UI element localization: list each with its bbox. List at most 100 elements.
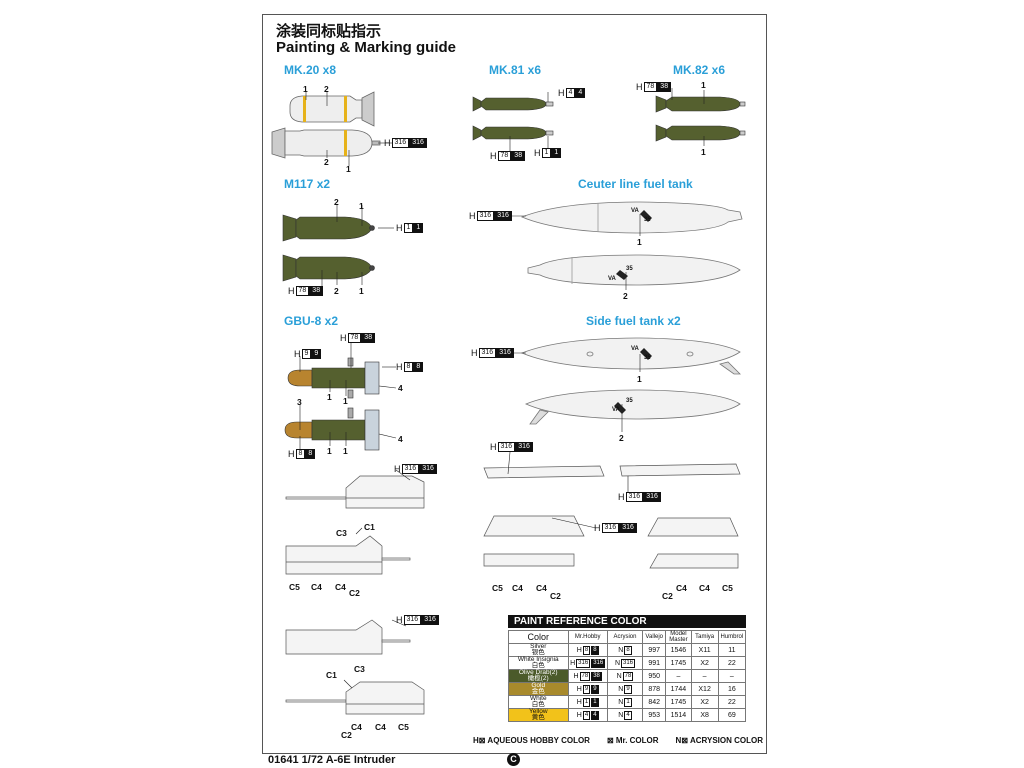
label-c4: C4 bbox=[375, 722, 386, 732]
color-legend: H⊠ AQUEOUS HOBBY COLOR ⊠ Mr. COLOR N⊠ AC… bbox=[473, 736, 763, 745]
label-c2: C2 bbox=[550, 591, 561, 601]
tamiya-code: – bbox=[690, 669, 719, 683]
marking-va: VA bbox=[631, 346, 639, 352]
marking-35: 35 bbox=[644, 217, 651, 223]
label-1: 1 bbox=[343, 396, 348, 406]
center-tank-top bbox=[520, 201, 743, 234]
label-c1: C1 bbox=[364, 522, 375, 532]
label-c3: C3 bbox=[336, 528, 347, 538]
mk82-bomb-top bbox=[655, 95, 746, 113]
mk81-bomb-bottom bbox=[472, 125, 554, 141]
section-side-tank: Side fuel tank x2 bbox=[586, 314, 681, 328]
humbrol-code: – bbox=[717, 669, 747, 683]
vallejo-code: 953 bbox=[642, 708, 667, 722]
m117-bomb-bottom bbox=[282, 254, 375, 282]
pylon-drawing-4 bbox=[647, 517, 739, 537]
label-1: 1 bbox=[327, 392, 332, 402]
label-c4: C4 bbox=[512, 583, 523, 593]
label-c5: C5 bbox=[398, 722, 409, 732]
side-tank-top bbox=[520, 337, 741, 375]
model-master-code: 1514 bbox=[665, 708, 692, 722]
label-1: 1 bbox=[327, 446, 332, 456]
label-c4: C4 bbox=[699, 583, 710, 593]
col-color: Color bbox=[508, 630, 569, 644]
marking-35: 35 bbox=[626, 398, 633, 404]
label-2: 2 bbox=[619, 433, 624, 443]
section-gbu8: GBU-8 x2 bbox=[284, 314, 339, 328]
label-1: 1 bbox=[637, 237, 642, 247]
label-1: 1 bbox=[701, 147, 706, 157]
label-c2: C2 bbox=[662, 591, 673, 601]
label-c2: C2 bbox=[341, 730, 352, 740]
label-1: 1 bbox=[701, 80, 706, 90]
label-1: 1 bbox=[303, 84, 308, 94]
section-mk82: MK.82 x6 bbox=[673, 63, 726, 77]
marking-va: VA bbox=[612, 407, 620, 413]
va-marking-icon-4 bbox=[614, 402, 626, 414]
model-master-code: – bbox=[665, 669, 692, 683]
label-2: 2 bbox=[623, 291, 628, 301]
section-m117: M117 x2 bbox=[284, 177, 331, 191]
tamiya-code: X2 bbox=[690, 656, 719, 670]
paint-reference-title: PAINT REFERENCE COLOR bbox=[508, 615, 746, 628]
col-tamiya: Tamiya bbox=[690, 630, 719, 644]
label-4: 4 bbox=[398, 383, 403, 393]
color-swatch: Olive Drab(2)橄榄(2) bbox=[508, 669, 569, 683]
humbrol-code: 11 bbox=[717, 643, 747, 657]
tamiya-code: X8 bbox=[690, 708, 719, 722]
label-c3: C3 bbox=[354, 664, 365, 674]
marking-va: VA bbox=[608, 276, 616, 282]
label-c5: C5 bbox=[722, 583, 733, 593]
paint-reference-table: PAINT REFERENCE COLOR Color Mr.Hobby Acr… bbox=[508, 615, 747, 722]
pylon-drawing-1 bbox=[483, 465, 605, 479]
model-master-code: 1744 bbox=[665, 682, 692, 696]
mk82-bomb-bottom bbox=[655, 124, 746, 142]
mk20-bomb-bottom bbox=[271, 127, 381, 159]
label-3: 3 bbox=[297, 397, 302, 407]
col-model-master: Model Master bbox=[665, 630, 692, 644]
mk81-bomb-top bbox=[472, 96, 554, 112]
pylon-drawing-5 bbox=[483, 553, 575, 567]
marking-va: VA bbox=[631, 208, 639, 214]
legend-mr-color: ⊠ Mr. COLOR bbox=[606, 736, 659, 745]
label-4: 4 bbox=[398, 434, 403, 444]
label-2: 2 bbox=[334, 197, 339, 207]
label-c5: C5 bbox=[492, 583, 503, 593]
label-c2: C2 bbox=[349, 588, 360, 598]
label-c1: C1 bbox=[326, 670, 337, 680]
marking-35: 35 bbox=[644, 355, 651, 361]
va-marking-icon-3 bbox=[640, 348, 652, 360]
col-mrhobby: Mr.Hobby bbox=[567, 630, 608, 644]
section-center-tank: Ceuter line fuel tank bbox=[578, 177, 693, 191]
tamiya-code: X12 bbox=[690, 682, 719, 696]
col-acrysion: Acrysion bbox=[606, 630, 644, 644]
mk20-bomb-top bbox=[289, 91, 375, 127]
title-english: Painting & Marking guide bbox=[276, 39, 457, 56]
vallejo-code: 878 bbox=[642, 682, 667, 696]
label-1: 1 bbox=[346, 164, 351, 174]
page-marker: C bbox=[507, 753, 520, 766]
pod-drawing-4 bbox=[285, 681, 425, 715]
